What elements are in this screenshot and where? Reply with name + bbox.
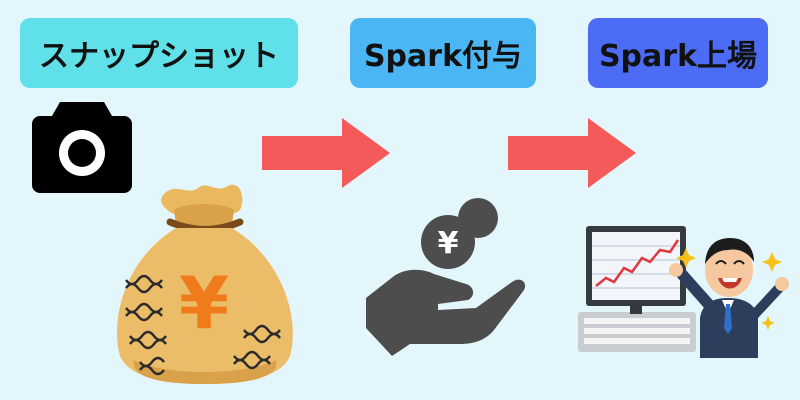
step-label-spark-grant: Spark付与 — [350, 18, 536, 88]
arrow-right-1 — [262, 118, 390, 188]
arrow-right-2 — [508, 118, 636, 188]
step-label-spark-listing: Spark上場 — [588, 18, 768, 88]
coin-yen-symbol: ¥ — [438, 226, 459, 261]
happy-trader-illustration — [578, 226, 789, 358]
money-bag-yen-symbol: ¥ — [179, 261, 229, 345]
yen-money-bag-icon: ¥ — [116, 184, 293, 384]
hand-coin-icon: ¥ — [366, 198, 526, 356]
camera-icon — [32, 102, 132, 193]
step-label-snapshot: スナップショット — [20, 18, 298, 88]
